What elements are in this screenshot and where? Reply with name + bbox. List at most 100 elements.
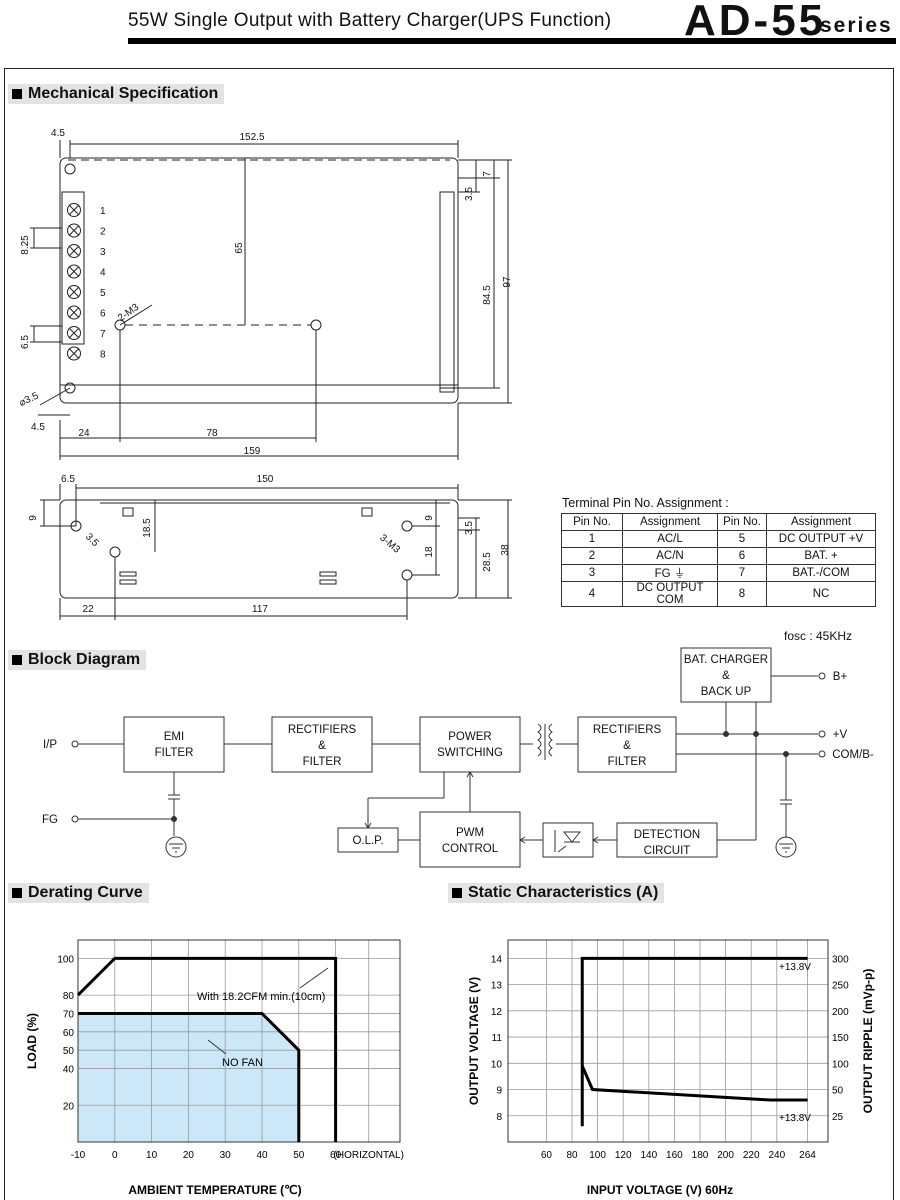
y-tick-label: 20 [63, 1101, 75, 1112]
column-header: Pin No. [717, 513, 767, 531]
y2-tick-label: 100 [832, 1059, 849, 1070]
optocoupler-block [542, 822, 594, 858]
section-block-diagram: Block Diagram [8, 650, 147, 670]
x-tick-label: 160 [666, 1150, 683, 1161]
dimension-label: 38 [500, 544, 511, 556]
y-axis-title: OUTPUT VOLTAGE (V) [467, 977, 481, 1105]
page-frame [4, 68, 894, 1200]
terminal-pin-number: 8 [100, 350, 106, 361]
table-cell: DC OUTPUT +V [766, 530, 876, 548]
terminal-screw-icon [67, 223, 81, 238]
series-line [76, 956, 338, 1142]
table-cell: BAT. + [766, 547, 876, 565]
y-tick-label: 9 [496, 1086, 502, 1097]
output-com-label: COM/B- [832, 749, 874, 761]
y2-tick-label: 50 [832, 1086, 844, 1097]
emi-filter-label: FILTER [155, 747, 194, 759]
terminal-screw-icon [67, 203, 81, 217]
hole-diameter-label: ⌀3.5 [18, 390, 41, 409]
input-label: I/P [43, 739, 57, 751]
mount-hole-left [64, 382, 76, 394]
side-chassis-outline [59, 499, 459, 599]
plot-frame [507, 939, 829, 1143]
table-cell: 2 [561, 547, 623, 565]
x-tick-label: 120 [615, 1150, 632, 1161]
annotation-arrow [207, 1039, 227, 1055]
y2-axis-title: OUTPUT RIPPLE (mVp-p) [861, 969, 875, 1114]
section-mechanical-label: Mechanical Specification [28, 85, 219, 102]
y2-tick-label: 250 [832, 981, 849, 992]
power-switching-block [419, 716, 521, 773]
x-tick-label: 140 [640, 1150, 657, 1161]
y-tick-label: 13 [491, 981, 503, 992]
m3-side-hole-bottom [401, 569, 413, 581]
rectifier-input-label: FILTER [303, 756, 342, 768]
x-tick-label: 50 [293, 1150, 305, 1161]
page-subtitle: 55W Single Output with Battery Charger(U… [128, 10, 612, 31]
column-header: Assignment [622, 513, 718, 531]
y-tick-label: 10 [491, 1059, 503, 1070]
detection-circuit-label: DETECTION [634, 829, 700, 841]
series-line [78, 1011, 301, 1142]
y-tick-label: 8 [496, 1112, 502, 1123]
power-switching-label: POWER [448, 731, 491, 743]
terminal-pin-number: 2 [100, 227, 106, 238]
dimension-label: 3.5 [83, 531, 101, 549]
plot-frame [77, 939, 401, 1143]
terminal-screw-icon [67, 305, 81, 320]
fg-label: FG [42, 814, 58, 826]
y2-tick-label: 300 [832, 954, 849, 965]
x-tick-label: 80 [566, 1150, 578, 1161]
square-bullet-icon [12, 655, 22, 665]
x-axis-title: INPUT VOLTAGE (V) 60Hz [587, 1183, 733, 1197]
x-tick-label: 264 [799, 1150, 816, 1161]
dimension-label: 6.5 [20, 335, 31, 349]
ground-icon-output [775, 836, 797, 858]
dimension-label: 6.5 [61, 474, 75, 485]
dimension-label: 24 [78, 428, 90, 439]
terminal-screw-icon [67, 264, 81, 279]
x-tick-label: 200 [717, 1150, 734, 1161]
dimension-label: 9 [28, 515, 39, 521]
y-tick-label: 12 [491, 1007, 503, 1018]
olp-label: O.L.P. [352, 835, 383, 847]
series-label-ripple: +13.8V [779, 1113, 811, 1124]
y2-tick-label: 150 [832, 1033, 849, 1044]
x-tick-label: (HORIZONTAL) [334, 1150, 404, 1161]
section-derating: Derating Curve [8, 883, 149, 903]
battery-charger-label: BAT. CHARGER [684, 654, 768, 666]
table-cell: 7 [717, 564, 767, 582]
side-hole [109, 546, 121, 558]
table-cell: AC/L [622, 530, 718, 548]
section-block-label: Block Diagram [28, 651, 141, 668]
rectifier-output-label: & [623, 740, 631, 752]
series-label-voltage: +13.8V [779, 962, 811, 973]
section-mechanical: Mechanical Specification [8, 84, 225, 104]
dimension-label: 2-M3 [116, 302, 141, 324]
column-header: Pin No. [561, 513, 623, 531]
x-tick-label: 180 [692, 1150, 709, 1161]
chassis-outline [59, 157, 459, 404]
power-switching-label: SWITCHING [437, 747, 503, 759]
x-tick-label: 240 [768, 1150, 785, 1161]
y-tick-label: 50 [63, 1046, 75, 1057]
x-tick-label: 60 [330, 1150, 342, 1161]
terminal-screw-icon [67, 326, 81, 340]
emi-filter-block [123, 716, 225, 773]
series-label-fan: With 18.2CFM min.(10cm) [197, 991, 325, 1003]
square-bullet-icon [12, 89, 22, 99]
table-cell: 5 [717, 530, 767, 548]
table-cell: 1 [561, 530, 623, 548]
dimension-label: 18.5 [142, 518, 153, 538]
series-label-no-fan: NO FAN [222, 1057, 263, 1069]
corner-hole [64, 163, 76, 175]
side-rail [439, 191, 455, 393]
